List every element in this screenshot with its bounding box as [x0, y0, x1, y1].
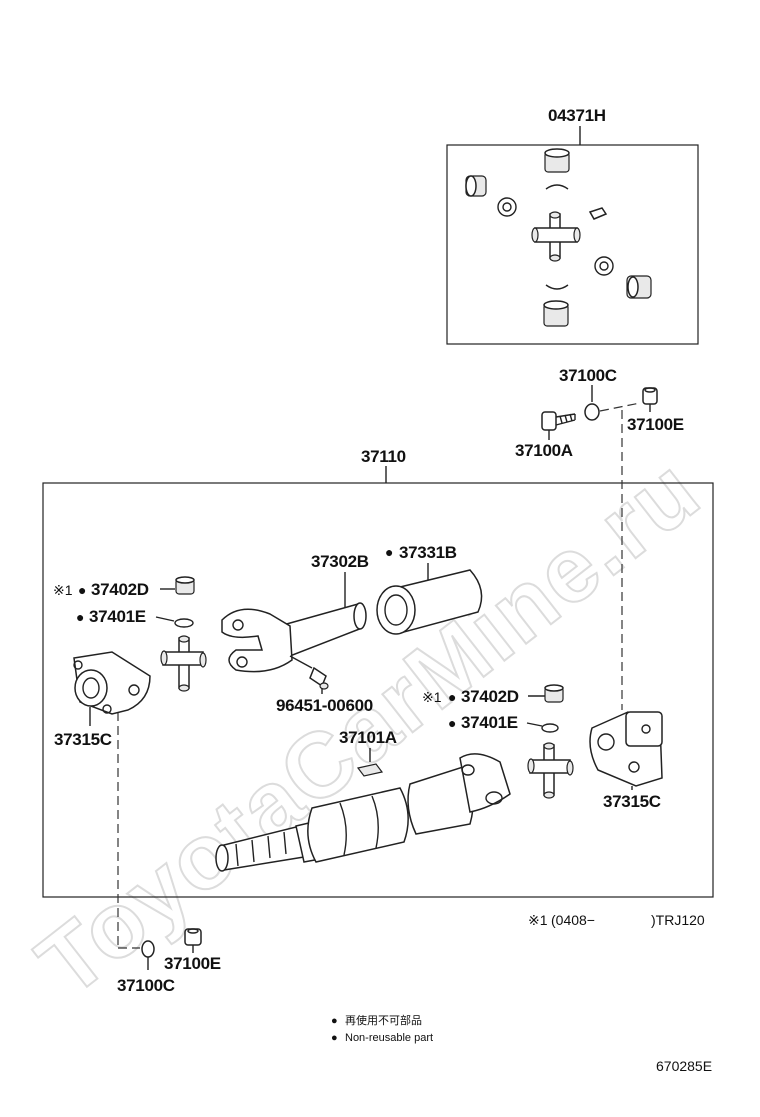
snap-ring-right-icon — [594, 256, 614, 276]
bearing-cup-bottom-icon — [543, 300, 569, 327]
bolt-nut-dashline — [599, 402, 641, 412]
label-96451-00600: 96451-00600 — [276, 696, 373, 715]
diagram-id: 670285E — [656, 1058, 712, 1074]
kit-box-04371H — [446, 144, 699, 345]
bearing-cup-left-icon — [465, 175, 487, 197]
bearing-cup-icon — [175, 576, 195, 595]
note-ref-right: ※1 — [422, 689, 442, 705]
label-37315C-right: 37315C — [603, 792, 661, 811]
assembly-box-37110 — [42, 482, 714, 898]
snap-ring-left-icon — [497, 197, 517, 217]
dust-sleeve-icon — [376, 569, 483, 635]
label-37401E-left: 37401E — [89, 607, 146, 626]
legend-line-japanese: 再使用不可部品 — [345, 1013, 422, 1027]
label-37110: 37110 — [361, 447, 406, 466]
label-37401E-right: 37401E — [461, 713, 518, 732]
nut-icon — [184, 928, 202, 946]
snap-ring-icon — [174, 618, 194, 628]
footnote-model: )TRJ120 — [651, 912, 705, 928]
bearing-cup-top-icon — [544, 148, 570, 173]
bearing-cup-right-icon — [626, 275, 652, 299]
nonreusable-dot-37331B: ● — [385, 544, 393, 560]
label-37100E-top: 37100E — [627, 415, 684, 434]
flange-yoke-icon — [589, 711, 663, 787]
bolt-icon — [541, 411, 576, 431]
label-37101A: 37101A — [339, 728, 397, 747]
snap-ring-icon — [541, 723, 559, 733]
washer-icon — [584, 403, 600, 421]
snap-ring-bottom-icon — [545, 284, 569, 290]
label-37315C-left: 37315C — [54, 730, 112, 749]
nonreusable-dot-37401E-left: ● — [76, 609, 84, 625]
legend-dot-1: ● — [331, 1015, 338, 1027]
label-37302B: 37302B — [311, 552, 369, 571]
universal-joint-spider-icon — [160, 635, 207, 692]
label-37100E-bottom: 37100E — [164, 954, 221, 973]
plug-icon — [356, 763, 384, 777]
legend-dot-2: ● — [331, 1032, 338, 1044]
label-37100C-bottom: 37100C — [117, 976, 175, 995]
universal-joint-spider-icon — [527, 742, 574, 799]
label-37100A: 37100A — [515, 441, 573, 460]
leader-37401E-left — [155, 616, 175, 622]
grease-fitting-icon — [309, 666, 329, 690]
nonreusable-dot-37402D-right: ● — [448, 689, 456, 705]
note-ref-left: ※1 — [53, 582, 73, 598]
nut-icon — [642, 387, 658, 405]
label-04371H: 04371H — [548, 106, 606, 125]
footnote-ref: ※1 — [528, 912, 548, 928]
universal-joint-spider-icon — [531, 211, 581, 262]
label-37402D-right: 37402D — [461, 687, 519, 706]
bearing-cup-icon — [544, 684, 564, 703]
label-37402D-left: 37402D — [91, 580, 149, 599]
label-37100C-top: 37100C — [559, 366, 617, 385]
nonreusable-dot-37401E-right: ● — [448, 715, 456, 731]
leader-96451-to-shaft — [289, 655, 313, 669]
washer-icon — [141, 940, 155, 958]
snap-ring-icon — [545, 184, 569, 190]
yoke-shaft-icon — [221, 602, 367, 673]
leader-37401E-right — [526, 722, 543, 727]
propeller-shaft-icon — [215, 753, 511, 872]
grease-fitting-icon — [588, 207, 608, 220]
footnote-range: (0408− — [551, 912, 595, 928]
flange-yoke-icon — [73, 651, 151, 715]
nonreusable-dot-37402D-left: ● — [78, 582, 86, 598]
legend-line-english: Non-reusable part — [345, 1032, 433, 1044]
label-37331B: 37331B — [399, 543, 457, 562]
